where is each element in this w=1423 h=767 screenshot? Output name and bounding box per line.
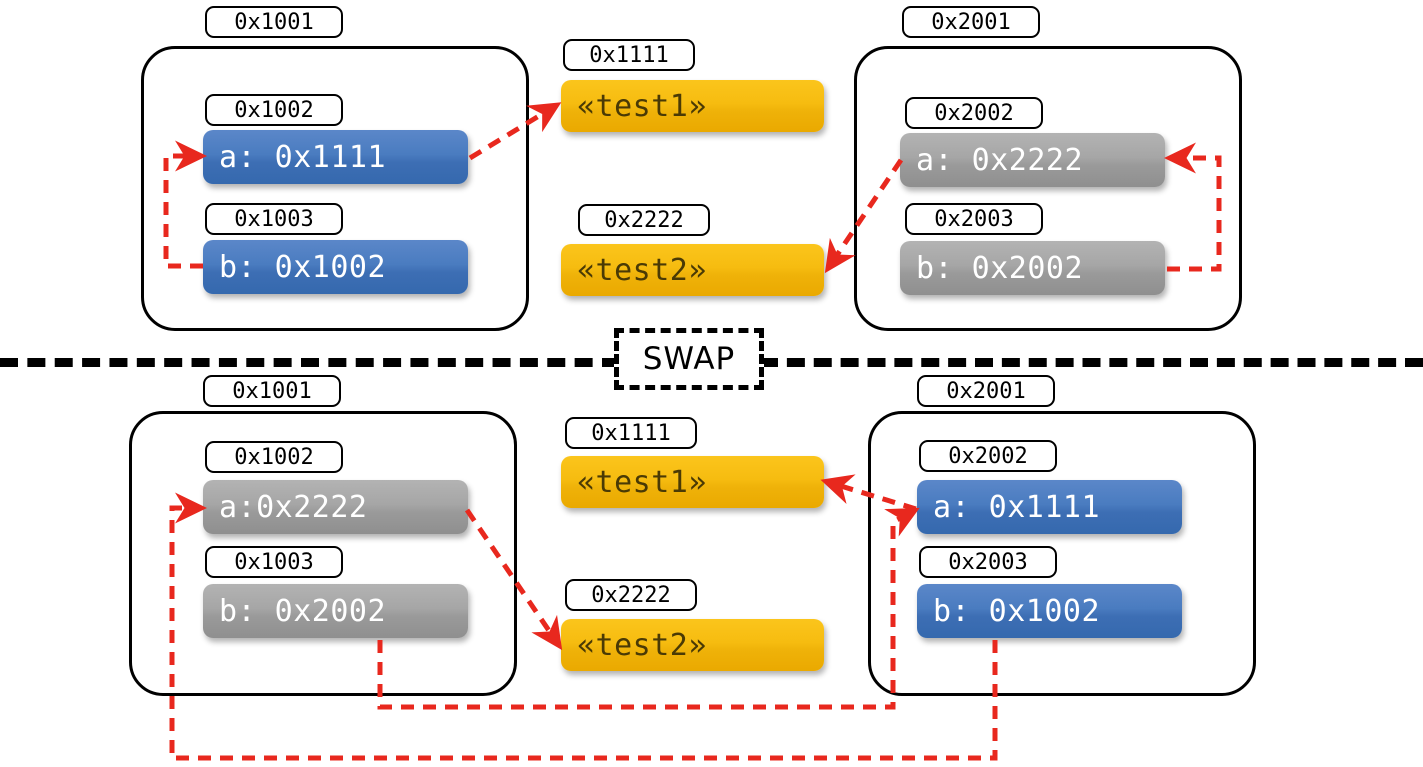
swap-divider-right bbox=[760, 358, 1423, 367]
after-string0-text: «test1» bbox=[577, 464, 707, 500]
before-left-slot0-text: a: 0x1111 bbox=[219, 139, 387, 175]
before-right-slot1-value[interactable]: b: 0x2002 bbox=[900, 241, 1165, 295]
after-right-slot1-address: 0x2003 bbox=[919, 546, 1057, 578]
after-right-slot1-text: b: 0x1002 bbox=[933, 593, 1101, 629]
after-left-frame-address: 0x1001 bbox=[203, 375, 341, 407]
after-string0-address: 0x1111 bbox=[565, 417, 697, 449]
after-string1-address: 0x2222 bbox=[565, 579, 697, 611]
before-string0-text: «test1» bbox=[577, 88, 707, 124]
after-left-slot0-address: 0x1002 bbox=[205, 441, 343, 473]
before-right-frame-address: 0x2001 bbox=[902, 6, 1040, 38]
after-right-slot0-address: 0x2002 bbox=[919, 440, 1057, 472]
before-right-slot0-address: 0x2002 bbox=[905, 97, 1043, 129]
before-right-slot1-address: 0x2003 bbox=[905, 203, 1043, 235]
after-string0-value[interactable]: «test1» bbox=[561, 456, 824, 508]
before-string0-value[interactable]: «test1» bbox=[561, 80, 824, 132]
swap-label: SWAP bbox=[642, 341, 736, 377]
after-string1-value[interactable]: «test2» bbox=[561, 619, 824, 671]
before-left-frame bbox=[141, 46, 529, 331]
after-right-slot1-value[interactable]: b: 0x1002 bbox=[917, 584, 1182, 638]
swap-label-box: SWAP bbox=[614, 328, 764, 390]
after-left-slot0-value[interactable]: a:0x2222 bbox=[203, 480, 468, 534]
before-right-slot0-text: a: 0x2222 bbox=[916, 142, 1084, 178]
before-left-slot0-value[interactable]: a: 0x1111 bbox=[203, 130, 468, 184]
before-left-frame-address: 0x1001 bbox=[205, 6, 343, 38]
before-left-slot0-address: 0x1002 bbox=[205, 94, 343, 126]
before-string1-value[interactable]: «test2» bbox=[561, 244, 824, 296]
after-left-slot1-value[interactable]: b: 0x2002 bbox=[203, 584, 468, 638]
after-string1-text: «test2» bbox=[577, 627, 707, 663]
swap-divider-left bbox=[0, 358, 620, 367]
after-left-slot1-text: b: 0x2002 bbox=[219, 593, 387, 629]
after-left-slot0-text: a:0x2222 bbox=[219, 489, 368, 525]
before-left-slot1-text: b: 0x1002 bbox=[219, 249, 387, 285]
before-right-slot1-text: b: 0x2002 bbox=[916, 250, 1084, 286]
before-string1-text: «test2» bbox=[577, 252, 707, 288]
after-right-slot0-value[interactable]: a: 0x1111 bbox=[917, 480, 1182, 534]
before-left-slot1-address: 0x1003 bbox=[205, 203, 343, 235]
before-string0-address: 0x1111 bbox=[563, 39, 695, 71]
after-right-slot0-text: a: 0x1111 bbox=[933, 489, 1101, 525]
after-left-slot1-address: 0x1003 bbox=[205, 546, 343, 578]
before-right-slot0-value[interactable]: a: 0x2222 bbox=[900, 133, 1165, 187]
after-right-frame-address: 0x2001 bbox=[917, 375, 1055, 407]
before-string1-address: 0x2222 bbox=[578, 204, 710, 236]
before-left-slot1-value[interactable]: b: 0x1002 bbox=[203, 240, 468, 294]
